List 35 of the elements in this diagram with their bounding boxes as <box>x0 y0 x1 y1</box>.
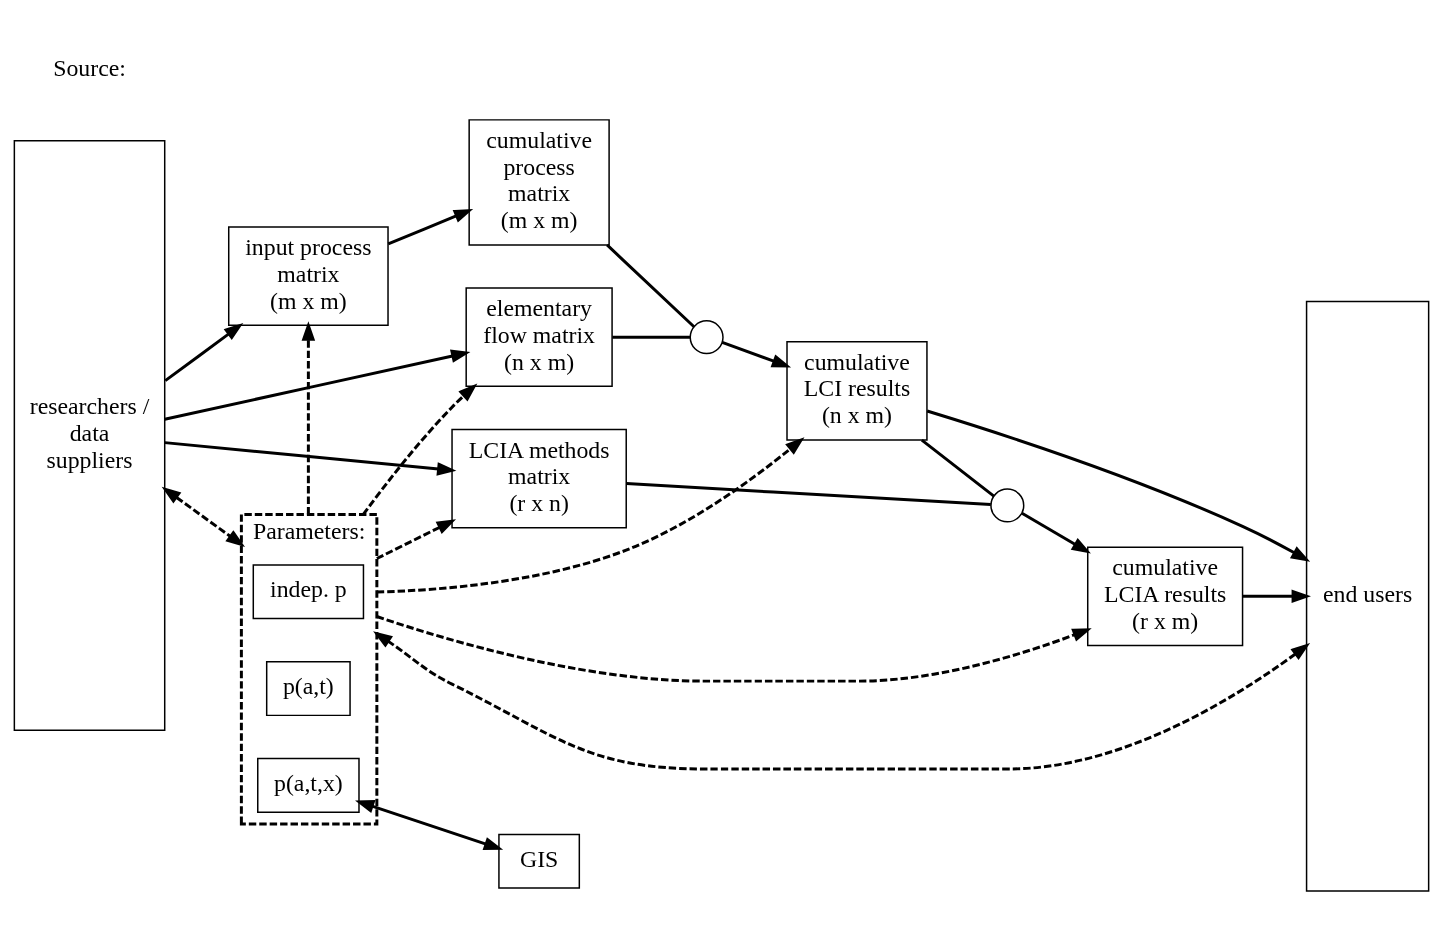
node-box: GIS <box>498 833 581 889</box>
connector <box>606 243 696 328</box>
node-box: p(a,t) <box>265 661 351 717</box>
label: Source: <box>53 55 126 82</box>
node-circle <box>689 320 724 355</box>
connector <box>920 438 995 498</box>
arrow <box>376 615 1092 683</box>
arrow <box>164 349 471 421</box>
connector <box>626 482 991 507</box>
node-circle <box>990 488 1025 523</box>
node-box: end users <box>1305 300 1430 892</box>
node-box: cumulative process matrix (m x m) <box>468 119 610 246</box>
arrow <box>1021 511 1091 554</box>
node-box: researchers / data suppliers <box>13 139 166 731</box>
arrow <box>161 486 246 548</box>
node-box: LCIA methods matrix (r x n) <box>451 428 627 529</box>
node-box: cumulative LCI results (n x m) <box>786 340 928 441</box>
arrow <box>362 383 478 516</box>
arrow <box>373 631 1311 771</box>
arrow <box>164 323 244 382</box>
connector <box>612 335 691 339</box>
node-box: p(a,t,x) <box>257 757 360 813</box>
arrow <box>926 409 1311 562</box>
arrow <box>387 208 474 246</box>
node-box: cumulative LCIA results (r x m) <box>1087 546 1244 647</box>
node-box: elementary flow matrix (n x m) <box>465 287 613 388</box>
arrow <box>721 340 792 368</box>
node-box: input process matrix (m x m) <box>228 226 389 327</box>
arrow <box>376 437 805 594</box>
node-box: indep. p <box>252 564 365 620</box>
arrow <box>376 519 457 560</box>
arrow <box>1242 589 1311 604</box>
arrow <box>164 441 457 476</box>
arrow <box>301 321 316 515</box>
arrow <box>355 800 504 851</box>
